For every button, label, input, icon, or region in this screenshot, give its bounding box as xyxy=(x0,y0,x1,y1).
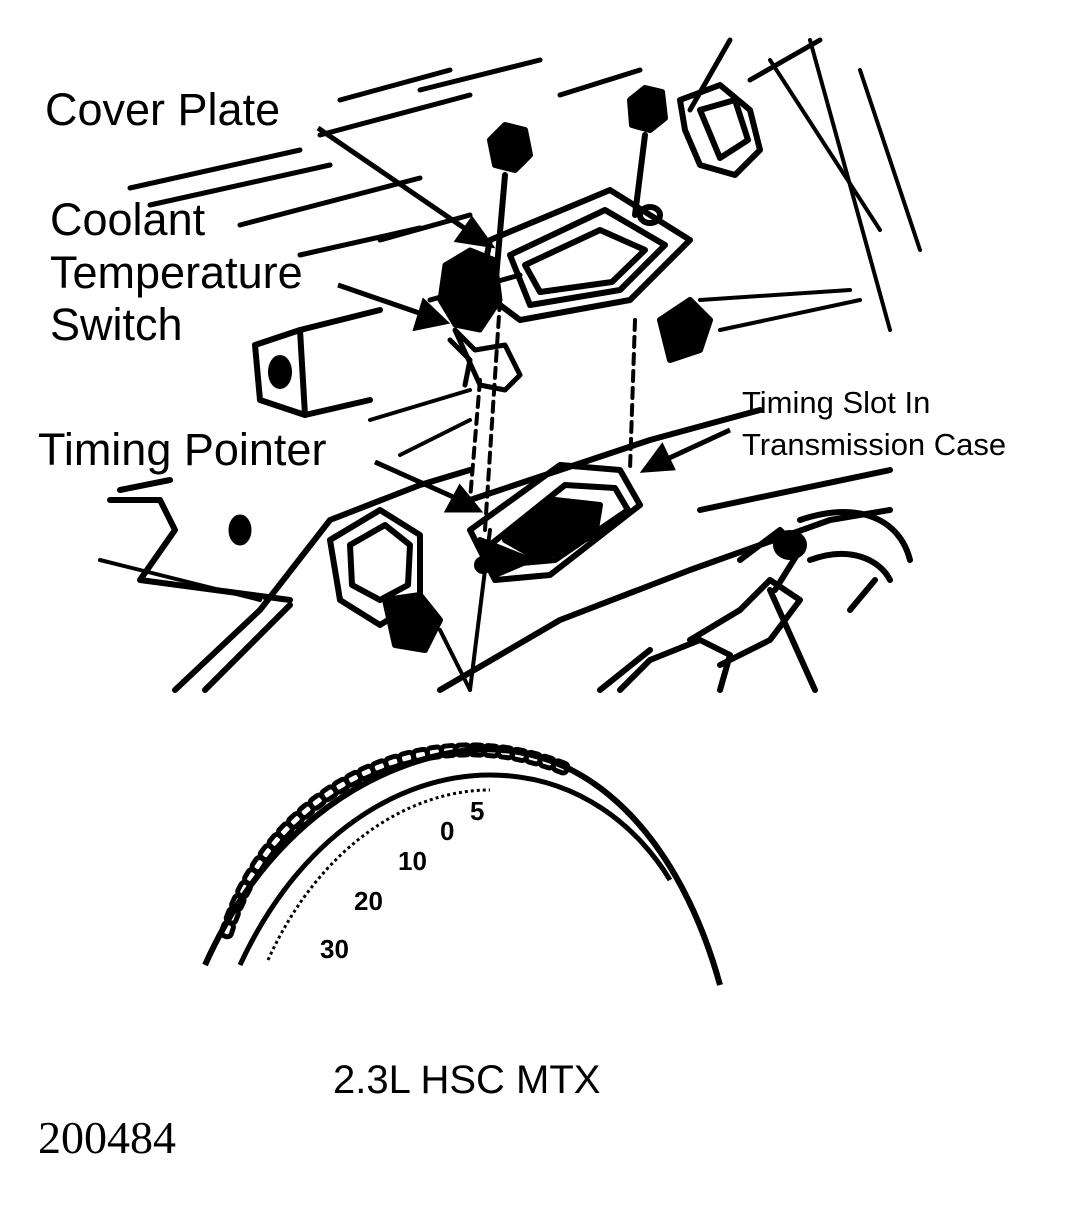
gear-tooth xyxy=(550,758,571,776)
coolant-switch-arrow xyxy=(337,282,451,332)
degree-scale: 5 0 10 20 30 xyxy=(320,796,484,964)
flywheel-outer-rim xyxy=(202,746,723,986)
label-timing-pointer: Timing Pointer xyxy=(38,424,326,475)
label-timing-slot-line2: Transmission Case xyxy=(742,427,1006,462)
label-coolant-line1: Coolant xyxy=(50,194,206,245)
alignment-lines xyxy=(468,298,637,532)
engine-illustration xyxy=(98,37,922,693)
scale-mark: 30 xyxy=(320,934,349,964)
mounting-plate xyxy=(252,307,383,418)
transmission-case xyxy=(98,407,893,693)
flywheel-ring-gear xyxy=(202,742,723,986)
bracket-hole xyxy=(228,514,252,546)
scale-mark: 5 xyxy=(470,796,484,826)
label-cover-plate: Cover Plate xyxy=(45,84,280,135)
timing-pointer-arrow xyxy=(373,459,484,513)
scale-mark: 0 xyxy=(440,816,454,846)
label-coolant-line3: Switch xyxy=(50,299,183,350)
diagram-caption: 2.3L HSC MTX xyxy=(333,1058,600,1102)
label-timing-slot-line1: Timing Slot In xyxy=(742,385,930,420)
timing-slot xyxy=(467,462,643,583)
cover-plate-arrow xyxy=(316,125,496,249)
leader-arrows xyxy=(316,125,732,513)
scale-mark: 10 xyxy=(398,846,427,876)
hatching-lines xyxy=(127,37,922,457)
flywheel-teeth xyxy=(219,742,571,940)
scale-mark: 20 xyxy=(354,886,383,916)
fluid-line xyxy=(617,509,913,693)
cover-plate-assembly xyxy=(477,82,763,363)
timing-slot-arrow xyxy=(639,427,732,473)
label-coolant-line2: Temperature xyxy=(50,247,303,298)
flywheel-scale-rim xyxy=(266,788,491,961)
coolant-switch xyxy=(437,247,523,393)
flywheel-inner-rim xyxy=(237,772,673,967)
figure-number: 200484 xyxy=(38,1112,176,1163)
lower-bracket xyxy=(327,507,443,653)
